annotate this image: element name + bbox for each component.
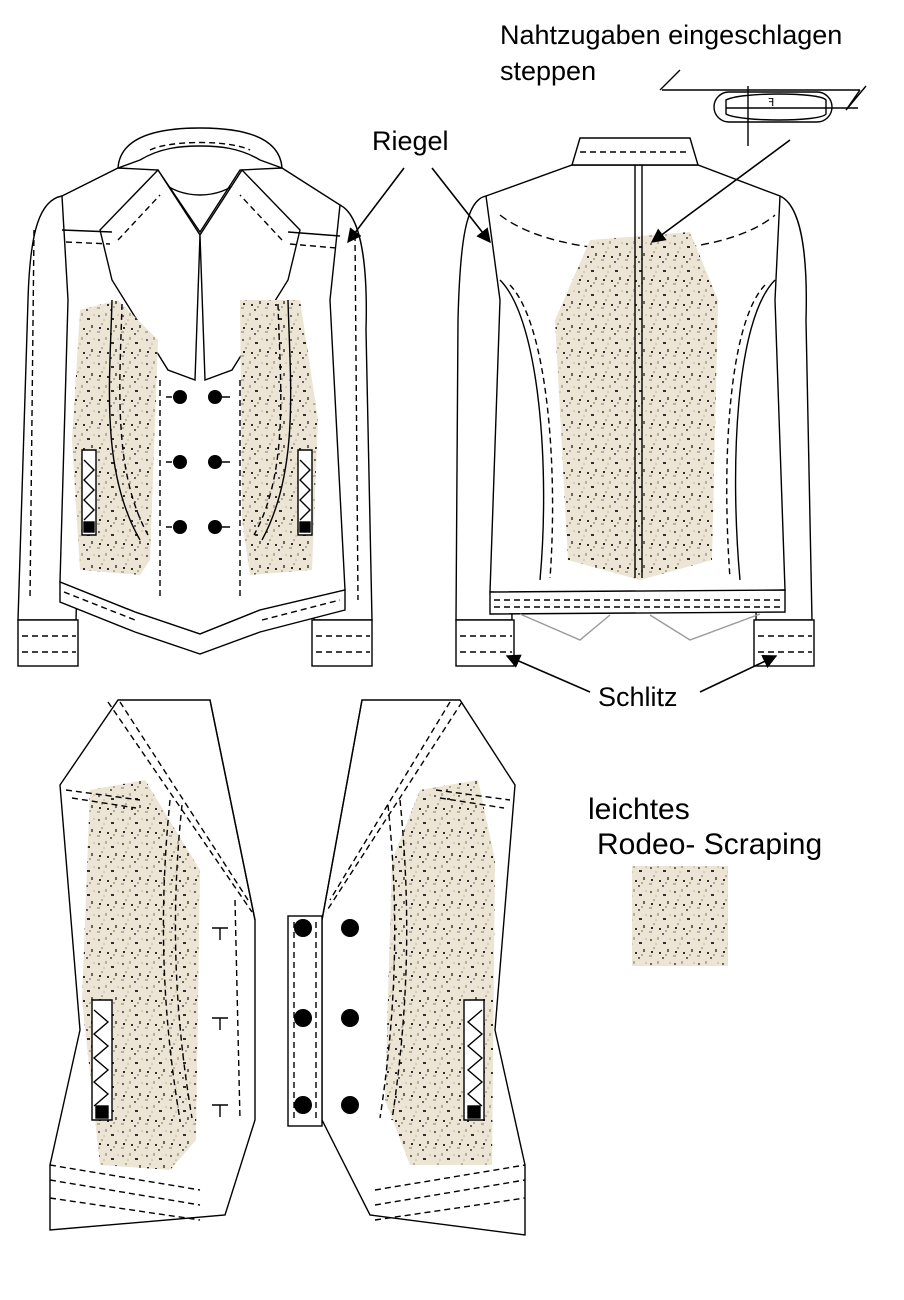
seam-note-line2: steppen: [500, 56, 597, 86]
arrow-schlitz-left: [505, 654, 591, 693]
arrow-riegel-back: [431, 167, 491, 244]
seam-note-line1: Nahtzugaben eingeschlagen: [500, 20, 843, 50]
arrow-schlitz-right: [699, 655, 778, 693]
front-detail-left: [49, 699, 256, 1231]
back-view: [455, 137, 815, 667]
front-collar: [117, 127, 283, 170]
detail-left-button-shanks: [212, 927, 228, 1117]
back-hem-band: [489, 589, 786, 615]
front-hem-band: [59, 580, 346, 655]
back-left-cuff: [455, 619, 515, 667]
scraping-swatch: [632, 866, 728, 966]
wash-label-line1: leichtes: [588, 793, 690, 826]
vent-label: Schlitz: [598, 682, 678, 712]
front-view: [17, 127, 373, 667]
svg-text:ꟻ: ꟻ: [768, 97, 774, 109]
back-vent-panels: [519, 613, 761, 641]
arrow-seam: [650, 139, 791, 243]
wash-label-line2: Rodeo- Scraping: [597, 828, 823, 861]
front-right-cuff: [311, 619, 373, 667]
front-right-lapel: [199, 168, 301, 381]
back-center-seam: [634, 165, 643, 578]
detail-right-buttons: [294, 919, 359, 1114]
front-detail-right: [287, 699, 526, 1236]
front-left-lapel: [99, 168, 201, 381]
back-scraping: [555, 232, 718, 580]
callout-arrows: [347, 139, 791, 693]
bartack-label: Riegel: [372, 126, 449, 156]
seam-detail: ꟻ: [659, 69, 867, 146]
front-buttons: [173, 390, 222, 534]
back-right-cuff: [753, 619, 815, 667]
front-left-cuff: [17, 619, 79, 667]
arrow-riegel-front: [347, 167, 405, 244]
